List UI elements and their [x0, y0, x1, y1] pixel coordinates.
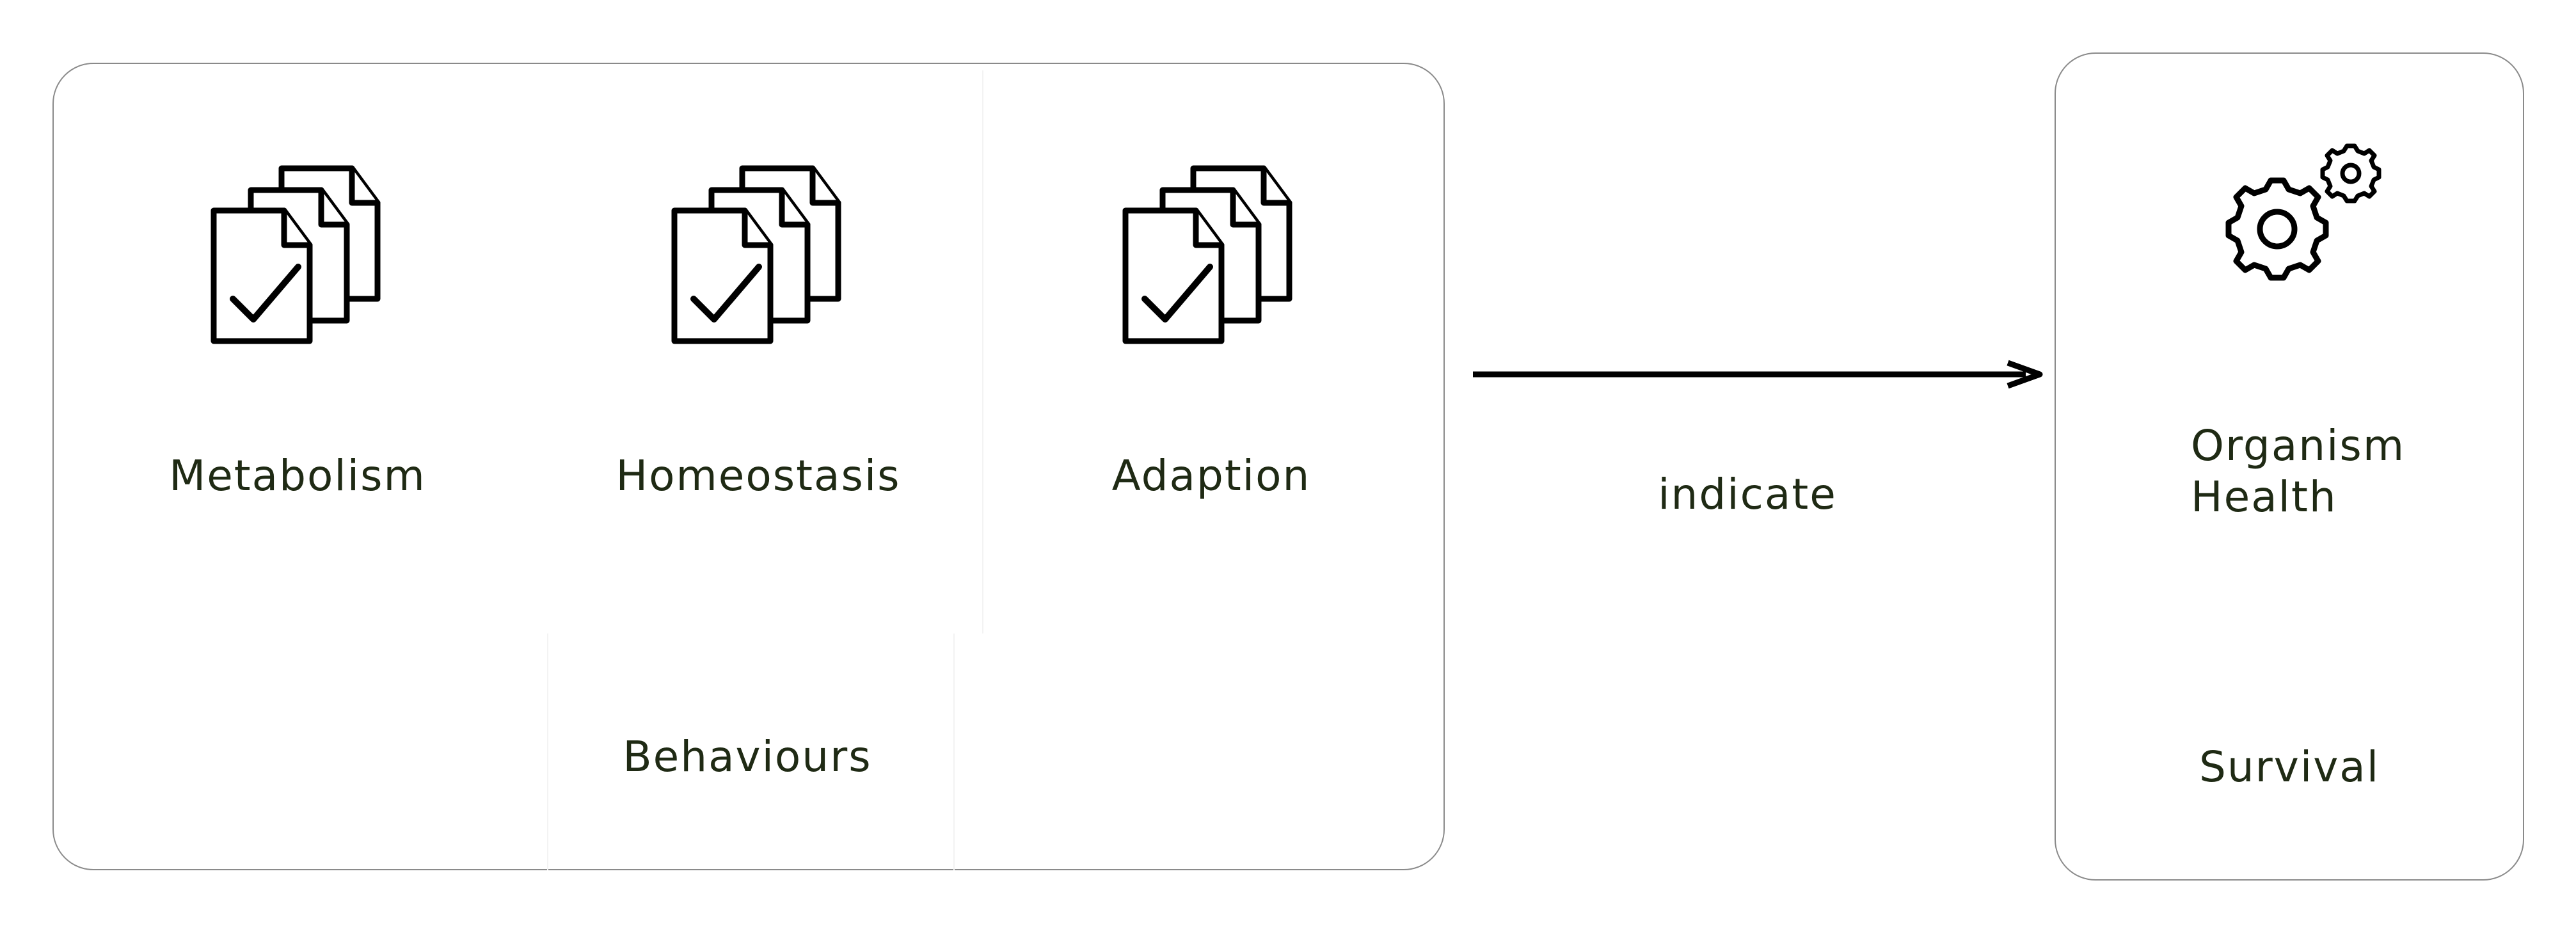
process-label: Metabolism [169, 451, 426, 500]
arrow-connector [1473, 360, 2043, 389]
process-label: Adaption [1111, 451, 1311, 500]
checked-documents-icon [1122, 165, 1292, 344]
faint-divider [953, 634, 955, 870]
checked-documents-icon [671, 165, 841, 344]
faint-divider [547, 634, 548, 870]
process-label: Homeostasis [616, 451, 901, 500]
checked-documents-icon [211, 165, 381, 344]
outcome-label: Organism Health [2191, 421, 2406, 522]
outcome-sublabel: Survival [2198, 742, 2380, 792]
gears-icon [2225, 143, 2381, 281]
group-label: Behaviours [623, 732, 872, 781]
connector-label: indicate [1658, 470, 1837, 519]
faint-divider [982, 70, 983, 634]
